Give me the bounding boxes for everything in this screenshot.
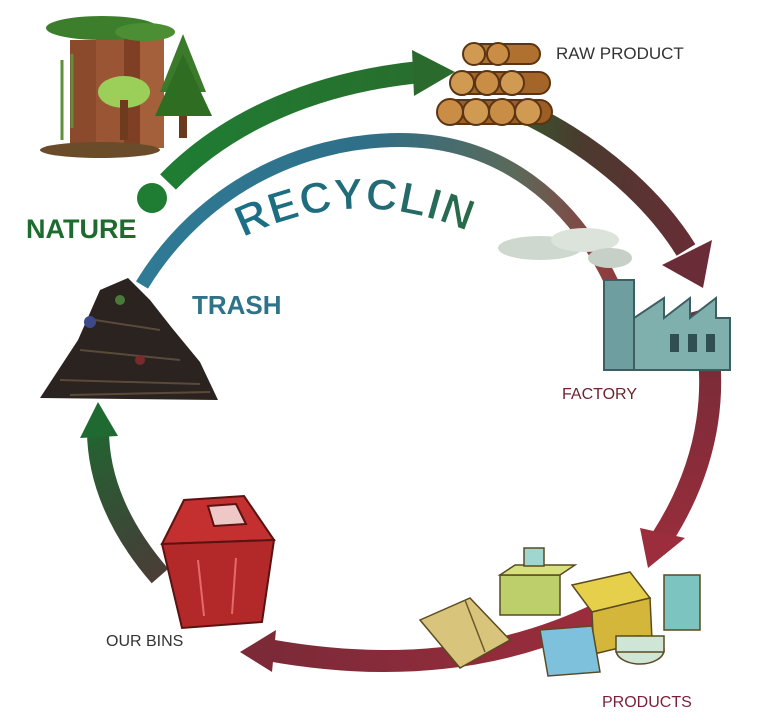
factory-icon bbox=[498, 228, 731, 371]
cycle-start-dot bbox=[137, 183, 167, 213]
products-icon bbox=[418, 547, 701, 677]
trash-pile-icon bbox=[40, 278, 218, 400]
arc-raw-product-to-factory bbox=[527, 106, 696, 256]
arrowhead-bins bbox=[240, 630, 276, 672]
trash-bin-icon bbox=[160, 494, 276, 630]
label-trash: TRASH bbox=[192, 290, 282, 320]
label-nature: NATURE bbox=[26, 214, 137, 244]
arrowhead-products bbox=[640, 528, 685, 568]
label-factory: FACTORY bbox=[562, 386, 637, 403]
arrowhead-raw-product bbox=[412, 50, 455, 96]
arrowhead-trash bbox=[80, 402, 118, 438]
inner-recycling-arc bbox=[136, 132, 622, 293]
label-raw-product: RAW PRODUCT bbox=[556, 44, 684, 63]
log-pile-icon bbox=[436, 42, 553, 126]
cycle-arrowheads bbox=[80, 50, 712, 672]
arrowhead-factory bbox=[662, 240, 712, 288]
label-our-bins: OUR BINS bbox=[106, 633, 184, 650]
arc-bins-to-trash bbox=[87, 429, 169, 584]
label-products: PRODUCTS bbox=[602, 694, 692, 711]
arc-nature-to-raw-product bbox=[160, 61, 422, 190]
forest-icon bbox=[40, 16, 212, 158]
